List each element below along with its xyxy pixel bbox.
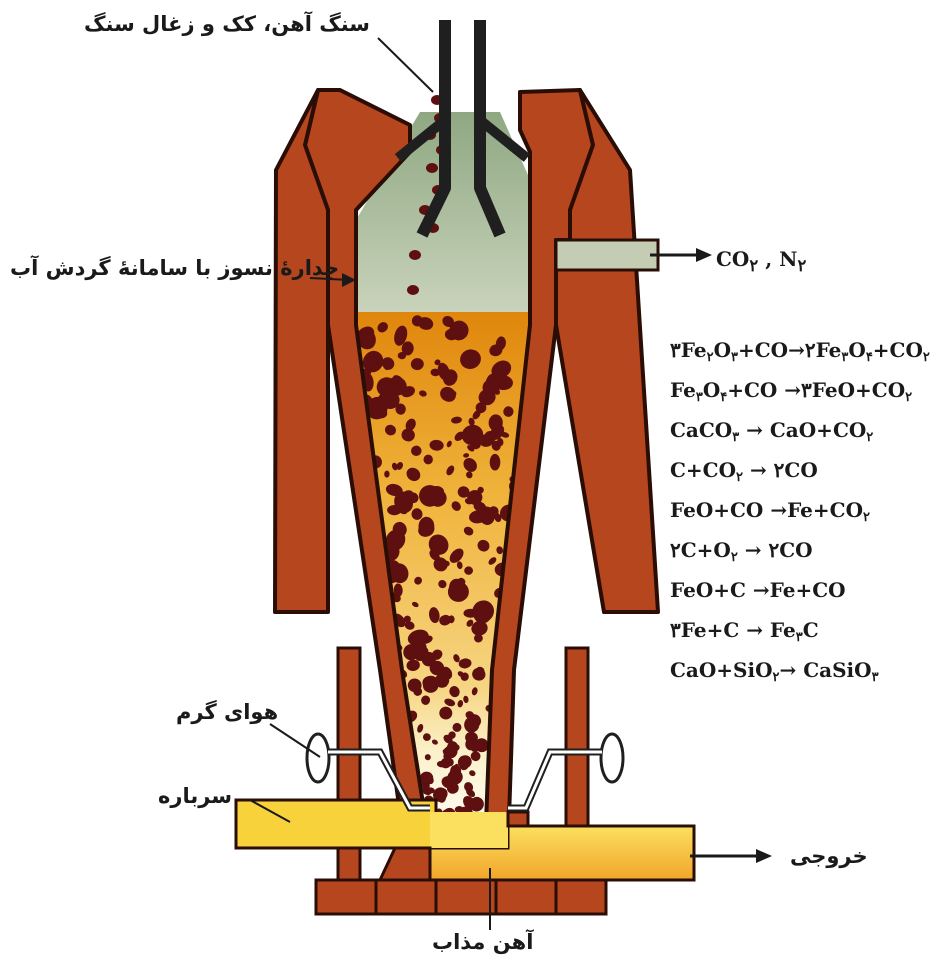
- falling-pellet: [426, 163, 438, 173]
- falling-pellet: [409, 250, 421, 260]
- reaction-equation: CaO+SiO۲→ CaSiO۳: [670, 658, 879, 685]
- reaction-equation: C+CO۲ → ۲CO: [670, 458, 818, 485]
- reaction-equation: FeO+C →Fe+CO: [670, 578, 846, 602]
- label-hot-air: هوای گرم: [176, 700, 278, 724]
- feed-leader: [378, 38, 433, 92]
- top-gas-pipe: [556, 240, 658, 270]
- pellet: [490, 454, 501, 471]
- reaction-equation: ۳Fe۲O۳+CO→۲Fe۳O۴+CO۲: [670, 338, 930, 365]
- falling-pellet: [407, 285, 419, 295]
- tap-block-left: [380, 848, 430, 880]
- reaction-equation: CaCO۳ → CaO+CO۲: [670, 418, 873, 445]
- label-feed: سنگ آهن، کک و زغال سنگ: [84, 12, 370, 36]
- reaction-equation: ۲C+O۲ → ۲CO: [670, 538, 813, 565]
- label-outlet: خروجی: [790, 844, 868, 868]
- label-top-gas: CO۲ , N۲: [716, 247, 806, 275]
- hearth-slag-layer: [430, 812, 508, 848]
- foundation-bricks: [316, 880, 606, 914]
- tap-block-right: [508, 812, 528, 826]
- reaction-equation: FeO+CO →Fe+CO۲: [670, 498, 870, 525]
- label-molten-iron: آهن مذاب: [432, 930, 533, 954]
- reaction-equation: ۳Fe+C → Fe۳C: [670, 618, 819, 645]
- reaction-equation: Fe۳O۴+CO →۳FeO+CO۲: [670, 378, 912, 405]
- label-slag: سرباره: [158, 784, 232, 808]
- pellet: [403, 644, 419, 660]
- label-refractory-wall: جدارهٔ نسوز با سامانهٔ گردش آب: [10, 256, 339, 280]
